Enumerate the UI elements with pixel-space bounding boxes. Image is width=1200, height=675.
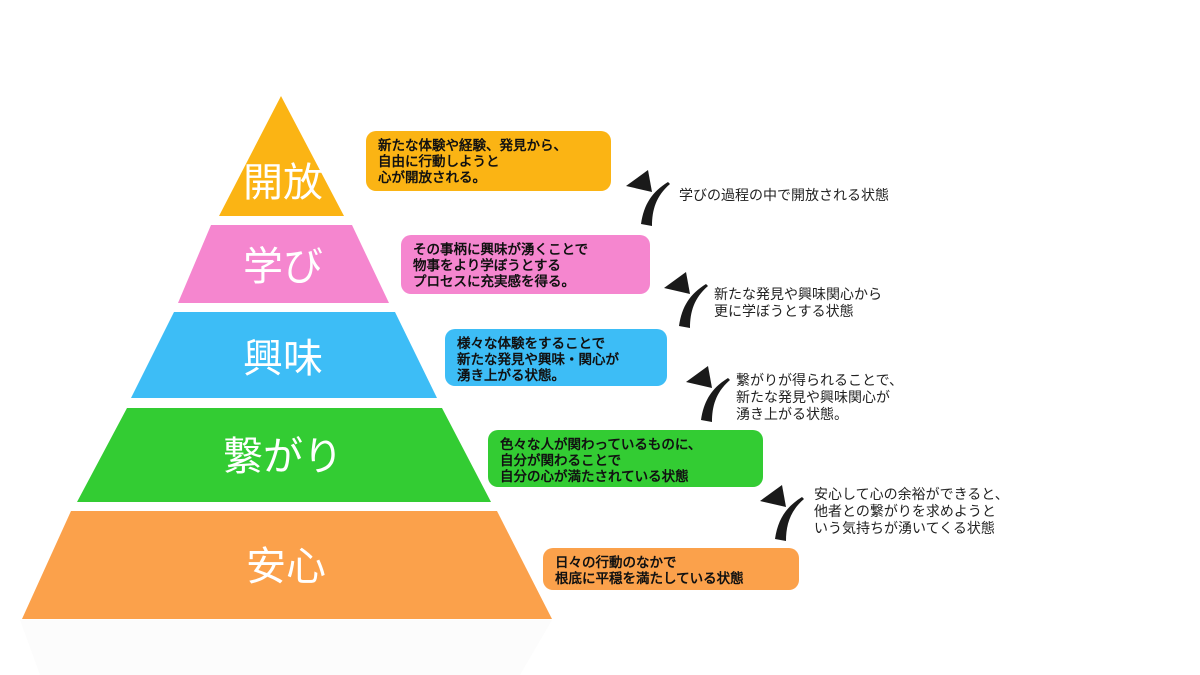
tier-label-tsunagari: 繋がり [223,434,343,480]
transition-note-tsunagari: 安心して心の余裕ができると、 他者との繋がりを求めようと いう気持ちが湧いてくる… [814,487,1009,537]
description-box-anshin: 日々の行動のなかで 根底に平穏を満たしている状態 [543,548,799,590]
tier-label-anshin: 安心 [246,544,326,590]
curved-arrow-icon [760,485,804,541]
tier-manabi-shape [178,225,389,303]
tier-anshin-shape [22,511,552,619]
curved-arrow-icon [626,170,670,226]
description-box-manabi: その事柄に興味が湧くことで 物事をより学ぼうとする プロセスに充実感を得る。 [401,235,650,294]
pyramid-reflection [20,620,552,675]
transition-note-kyoumi: 繋がりが得られることで、 新たな発見や興味関心が 湧き上がる状態。 [736,373,904,423]
tier-label-manabi: 学び [243,244,323,290]
tier-label-kaihou: 開放 [243,160,323,206]
transition-note-manabi: 新たな発見や興味関心から 更に学ぼうとする状態 [714,287,882,320]
curved-arrow-icon [664,272,708,328]
tier-tsunagari-shape [77,408,491,502]
tier-kyoumi-shape [131,312,437,398]
transition-note-kaihou: 学びの過程の中で開放される状態 [679,188,889,204]
curved-arrow-icon [686,366,730,422]
description-box-tsunagari: 色々な人が関わっているものに、 自分が関わることで 自分の心が満たされている状態 [488,430,763,487]
tier-kaihou-shape [219,96,344,216]
tier-label-kyoumi: 興味 [243,336,323,382]
description-box-kaihou: 新たな体験や経験、発見から、 自由に行動しようと 心が開放される。 [366,131,611,191]
description-box-kyoumi: 様々な体験をすることで 新たな発見や興味・関心が 湧き上がる状態。 [445,329,667,386]
